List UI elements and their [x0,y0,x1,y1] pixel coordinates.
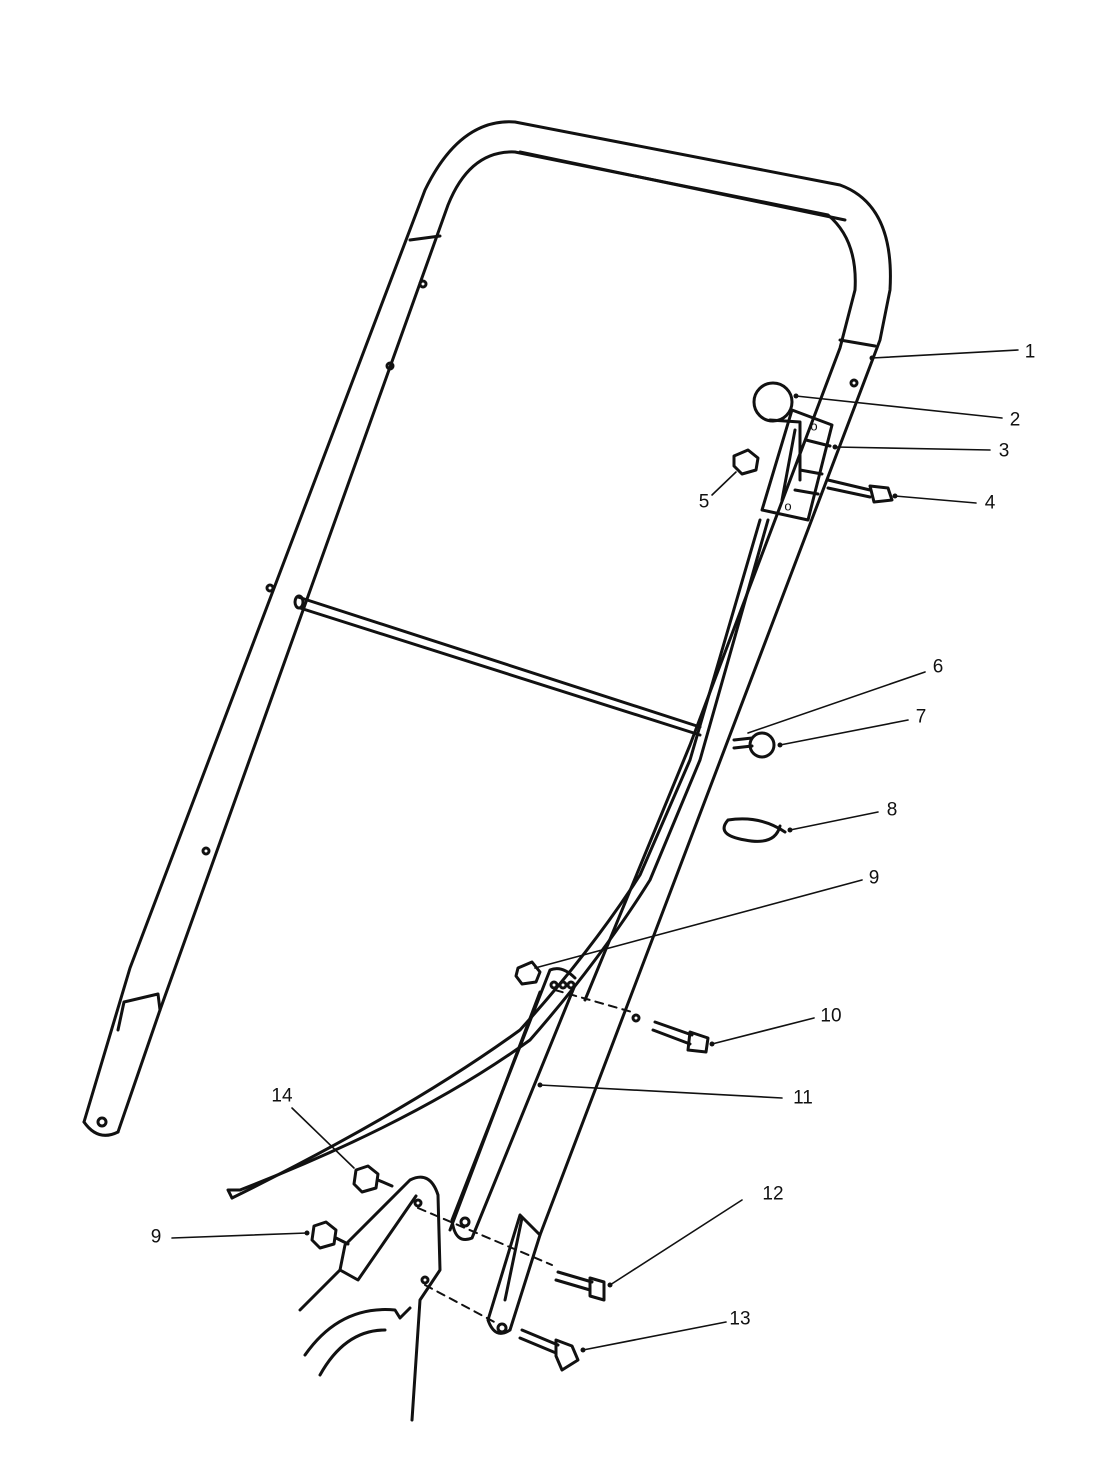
callout-13: 13 [729,1308,751,1330]
handle-frame [82,120,892,1237]
callout-1: 1 [1024,341,1036,363]
callout-14: 14 [271,1085,293,1107]
callout-6: 6 [932,656,944,678]
callout-4: 4 [984,492,996,514]
plate-mark-bottom: o [784,498,792,514]
throttle-knob [752,381,794,423]
callout-2: 2 [1009,409,1021,431]
bolt-13 [518,1328,580,1372]
leader-dots [304,355,898,1353]
throttle-cable [238,518,770,1192]
callout-8: 8 [886,799,898,821]
lower-bracket [448,967,633,1241]
plate-mark-top: o [810,418,818,434]
bolt-12 [554,1270,606,1302]
nut-9-top [514,960,542,986]
clip-8 [722,817,787,843]
cross-bar [293,594,702,737]
callout-10: 10 [820,1005,842,1027]
lower-handle-leg [486,1213,542,1335]
screw-6-7 [732,731,776,759]
screw-4 [826,478,894,504]
callout-9-bottom: 9 [150,1226,162,1248]
callout-9-top: 9 [868,867,880,889]
nut-9-bottom [310,1220,338,1250]
screw-10 [631,1013,710,1054]
leader-lines [171,349,1019,1351]
throttle-control [226,381,834,1200]
nut-14 [352,1164,380,1194]
throttle-lever [768,418,802,482]
callout-12: 12 [762,1183,784,1205]
throttle-plate [760,408,834,522]
callout-3: 3 [998,440,1010,462]
callout-5: 5 [698,491,710,513]
deck-bracket [298,1164,553,1422]
callout-11: 11 [793,1087,813,1109]
callout-7: 7 [915,706,927,728]
nut-5 [732,448,760,476]
